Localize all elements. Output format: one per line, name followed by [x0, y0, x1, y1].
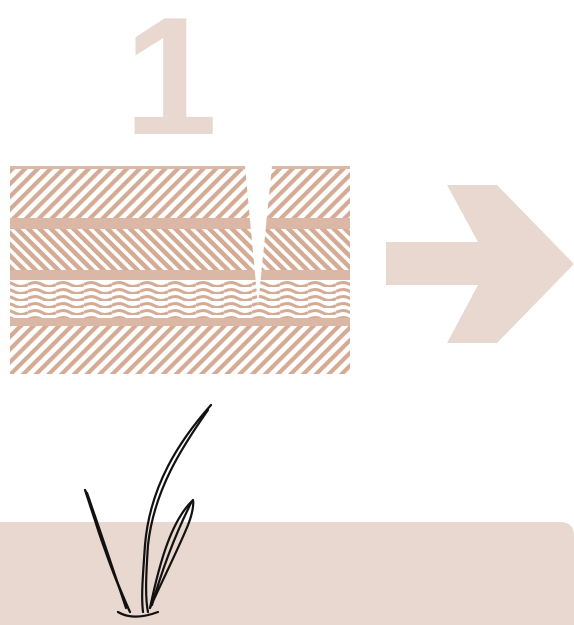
- layer-wavy-band: [10, 318, 350, 326]
- layered-block: [10, 166, 350, 374]
- arrow-right-icon: [386, 185, 574, 343]
- layer-second: [10, 229, 350, 271]
- layer-second-band: [10, 270, 350, 280]
- layer-top: [10, 166, 350, 222]
- layer-wavy: [10, 280, 350, 318]
- layer-bottom: [10, 326, 350, 374]
- block-top-edge: [10, 166, 350, 169]
- bottom-panel: [0, 522, 574, 625]
- layer-top-band: [10, 218, 350, 229]
